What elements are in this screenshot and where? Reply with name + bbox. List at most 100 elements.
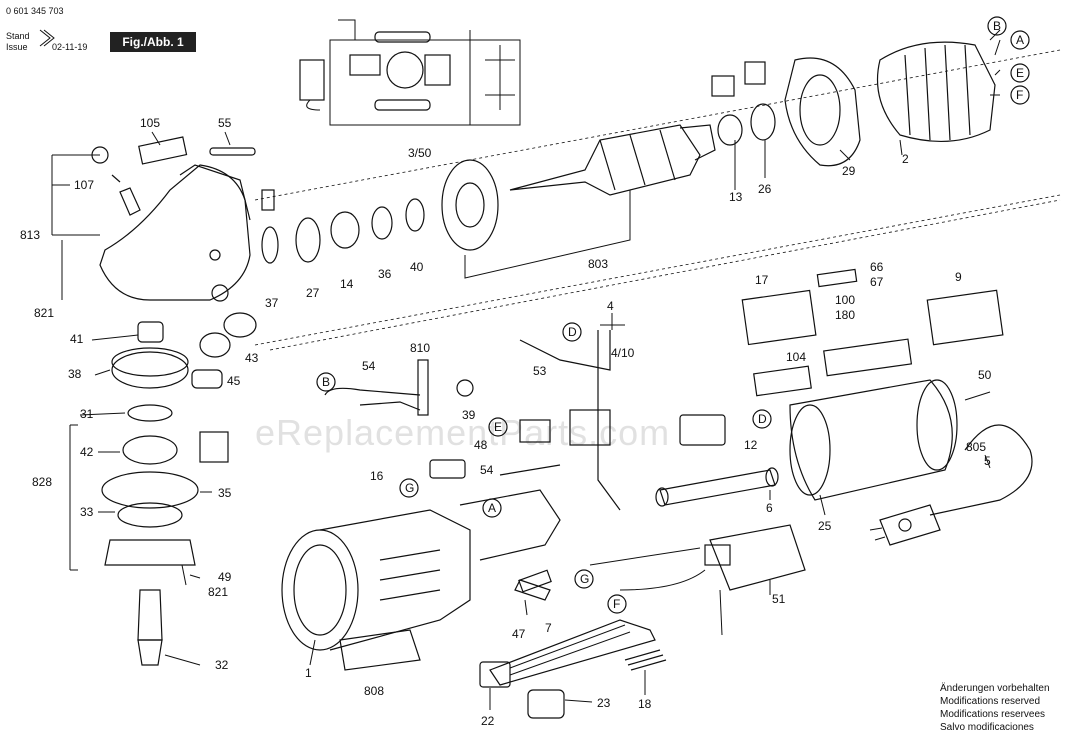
callout-805: 805 [966, 440, 986, 454]
callout-4: 4 [607, 299, 614, 313]
motor-housing [281, 489, 561, 651]
rear-bearings [711, 61, 776, 146]
switch-and-brush-parts [324, 330, 726, 511]
callout-813: 813 [20, 228, 40, 242]
callout-6: 6 [766, 501, 773, 515]
callout-36: 36 [378, 267, 392, 281]
callout-26: 26 [758, 182, 772, 196]
callout-66: 66 [870, 260, 884, 274]
bearing-stack-upper [261, 189, 425, 264]
connector-d-upper: D [568, 325, 577, 339]
callout-45: 45 [227, 374, 241, 388]
callout-50: 50 [978, 368, 992, 382]
callout-810: 810 [410, 341, 430, 355]
connector-d-right: D [758, 412, 767, 426]
spindle-stack-lower [101, 312, 257, 666]
note-de: Änderungen vorbehalten [940, 683, 1050, 694]
callout-29: 29 [842, 164, 856, 178]
callout-1: 1 [305, 666, 312, 680]
callout-31: 31 [80, 407, 94, 421]
connector-a: B [993, 19, 1001, 33]
callout-17: 17 [755, 273, 769, 287]
callout-67: 67 [870, 275, 884, 289]
callout-32: 32 [215, 658, 229, 672]
connector-g-left: G [405, 481, 414, 495]
callout-828: 828 [32, 475, 52, 489]
assembly-boundary-lines [254, 49, 1061, 351]
connector-e: E [1016, 66, 1024, 80]
callout-808: 808 [364, 684, 384, 698]
callout-100: 100 [835, 293, 855, 307]
callout-55: 55 [218, 116, 232, 130]
connector-e-mid: E [494, 420, 502, 434]
electronic-module [589, 524, 806, 636]
callout-16: 16 [370, 469, 384, 483]
callout-33: 33 [80, 505, 94, 519]
wiring-schematic [299, 19, 521, 126]
note-en: Modifications reserved [940, 696, 1041, 707]
figure-label: Fig./Abb. 1 [110, 32, 196, 52]
callout-23: 23 [597, 696, 611, 710]
cylinder-housing [789, 379, 958, 501]
connector-g-right: G [580, 572, 589, 586]
callout-13: 13 [729, 190, 743, 204]
callout-54-lower: 54 [480, 463, 494, 477]
doc-number: 0 601 345 703 [6, 6, 64, 16]
connector-b-left: B [322, 375, 330, 389]
callout-104: 104 [786, 350, 806, 364]
callout-53: 53 [533, 364, 547, 378]
callout-27: 27 [306, 286, 320, 300]
callout-35: 35 [218, 486, 232, 500]
callout-42: 42 [80, 445, 94, 459]
callout-43: 43 [245, 351, 259, 365]
revision-stamp-icon [39, 29, 55, 47]
callout-2: 2 [902, 152, 909, 166]
connector-b: A [1016, 33, 1024, 47]
note-es: Salvo modificaciones [940, 722, 1034, 733]
plate-808 [339, 629, 421, 671]
callout-7: 7 [545, 621, 552, 635]
callout-803: 803 [588, 257, 608, 271]
callout-47: 47 [512, 627, 526, 641]
callout-3-50: 3/50 [408, 146, 432, 160]
callout-38: 38 [68, 367, 82, 381]
leader-lines [51, 131, 991, 710]
issue-label: Issue [6, 42, 28, 52]
connector-a-mid: A [488, 501, 496, 515]
callout-18: 18 [638, 697, 652, 711]
end-shield [784, 57, 861, 167]
callout-40: 40 [410, 260, 424, 274]
armature [441, 124, 716, 251]
switch-rod-assembly [479, 579, 667, 719]
connector-f: F [1016, 88, 1023, 102]
callout-180: 180 [835, 308, 855, 322]
issue-date: 02-11-19 [52, 42, 88, 52]
callout-14: 14 [340, 277, 354, 291]
callout-12: 12 [744, 438, 758, 452]
watermark: eReplacementParts.com [255, 412, 671, 453]
callout-5: 5 [984, 454, 991, 468]
stator-field [876, 29, 1001, 142]
handle-tube [655, 467, 779, 507]
callout-49: 49 [218, 570, 232, 584]
callout-labels: 105 55 107 813 821 3/50 13 26 29 2 803 3… [20, 116, 992, 728]
gear-housing-head [91, 136, 256, 302]
callout-22: 22 [481, 714, 495, 728]
note-fr: Modifications reservees [940, 709, 1046, 720]
callout-41: 41 [70, 332, 84, 346]
callout-821-lower: 821 [208, 585, 228, 599]
callout-48: 48 [474, 438, 488, 452]
callout-9: 9 [955, 270, 962, 284]
callout-39: 39 [462, 408, 476, 422]
rating-plates [741, 268, 1004, 397]
callout-25: 25 [818, 519, 832, 533]
callout-4-10: 4/10 [611, 346, 635, 360]
connector-markers: B A E F D D E G A G F B [316, 16, 1030, 614]
callout-37: 37 [265, 296, 279, 310]
power-cord-plug [869, 391, 1033, 546]
connector-f-lower: F [613, 597, 620, 611]
callout-821: 821 [34, 306, 54, 320]
stand-label: Stand [6, 31, 30, 41]
callout-54: 54 [362, 359, 376, 373]
